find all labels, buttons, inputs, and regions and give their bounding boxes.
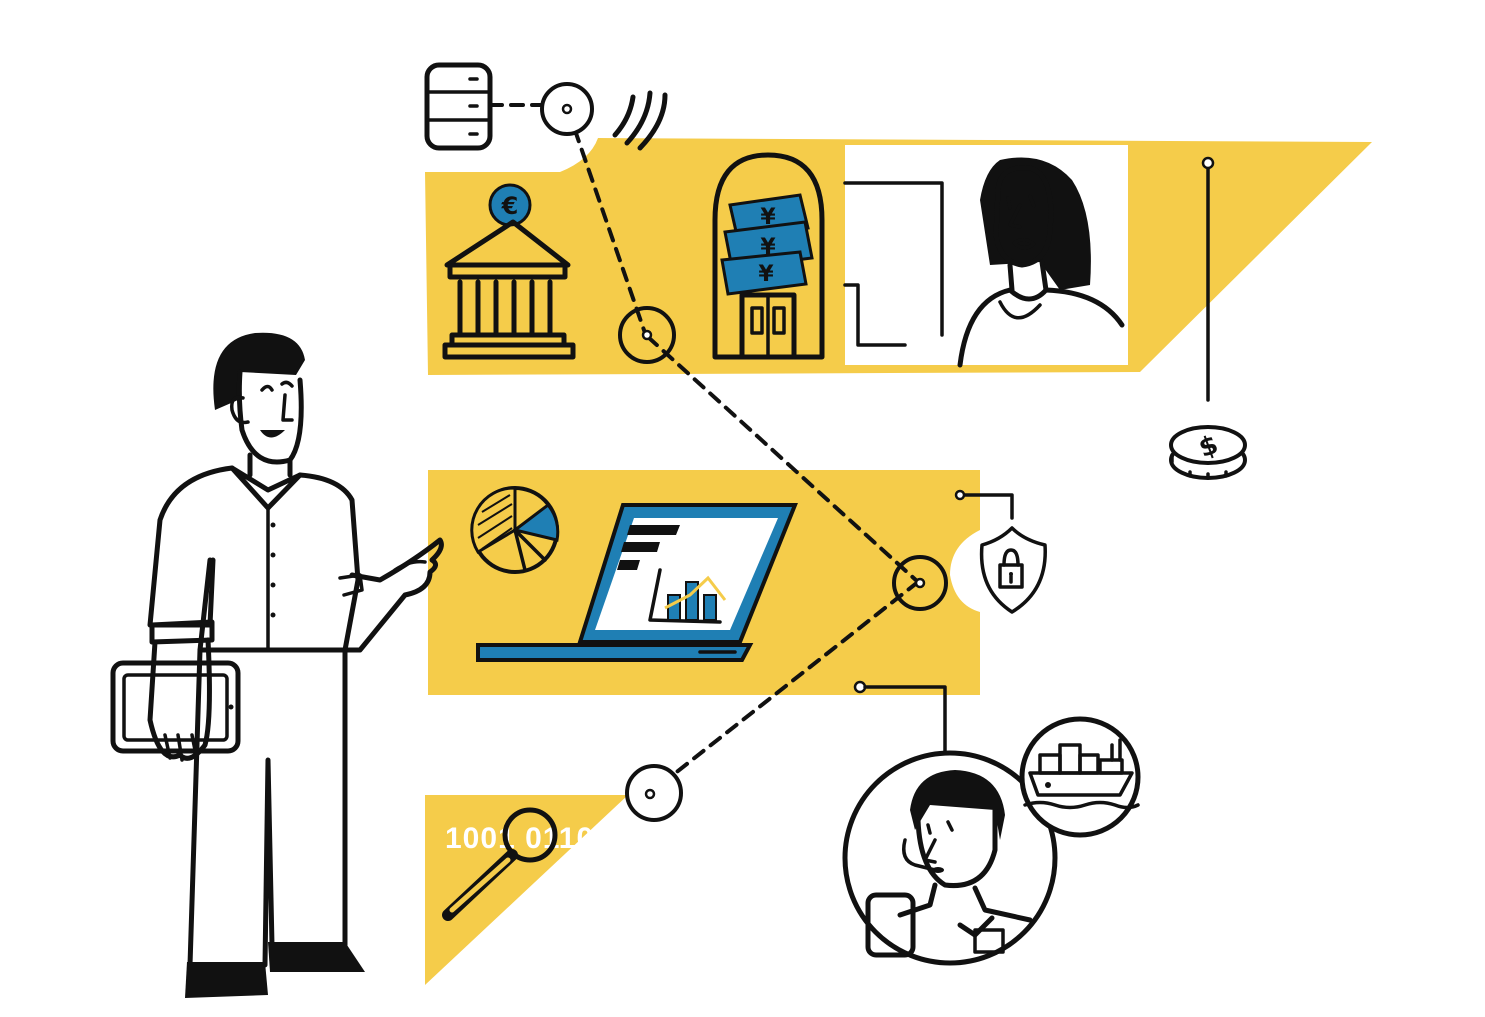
support-agent-avatar-icon bbox=[842, 750, 1058, 966]
tablet-icon bbox=[110, 660, 241, 754]
euro-symbol: € bbox=[501, 192, 519, 220]
yen-symbol-1: ¥ bbox=[760, 205, 776, 230]
woman-avatar-icon bbox=[957, 157, 1125, 368]
yen-symbol-3: ¥ bbox=[758, 262, 774, 287]
laptop-icon bbox=[476, 503, 798, 662]
node-4 bbox=[625, 764, 683, 822]
shield-lock-icon bbox=[954, 489, 1047, 614]
bank-icon bbox=[442, 219, 576, 360]
dollar-coin-icon: $ bbox=[1169, 156, 1247, 480]
euro-coin-icon: € bbox=[488, 183, 532, 227]
signal-waves-icon bbox=[612, 90, 668, 151]
banking-panel: € ¥ ¥ ¥ bbox=[425, 90, 1372, 375]
database-icon bbox=[424, 62, 493, 151]
connection-lines bbox=[488, 82, 948, 822]
node-3 bbox=[892, 555, 948, 611]
magnifier-icon bbox=[442, 807, 558, 921]
bar-chart-icon bbox=[648, 568, 727, 624]
support-cluster bbox=[842, 680, 1141, 966]
yen-symbol-2: ¥ bbox=[760, 235, 776, 260]
yen-banknotes-icon: ¥ ¥ ¥ bbox=[720, 193, 814, 296]
cargo-ship-icon bbox=[1019, 716, 1141, 838]
node-2 bbox=[618, 306, 676, 364]
data-search-panel: 1001 0110 bbox=[425, 795, 628, 985]
pie-chart-icon bbox=[470, 486, 560, 574]
vault-door-icon: ¥ ¥ ¥ bbox=[712, 152, 825, 360]
binary-text: 1001 0110 bbox=[445, 822, 594, 855]
video-call-window bbox=[843, 145, 1128, 368]
node-1 bbox=[540, 82, 594, 136]
presenter-man-icon bbox=[110, 332, 444, 998]
monitor-icon bbox=[843, 181, 944, 347]
analytics-panel bbox=[428, 470, 1047, 695]
